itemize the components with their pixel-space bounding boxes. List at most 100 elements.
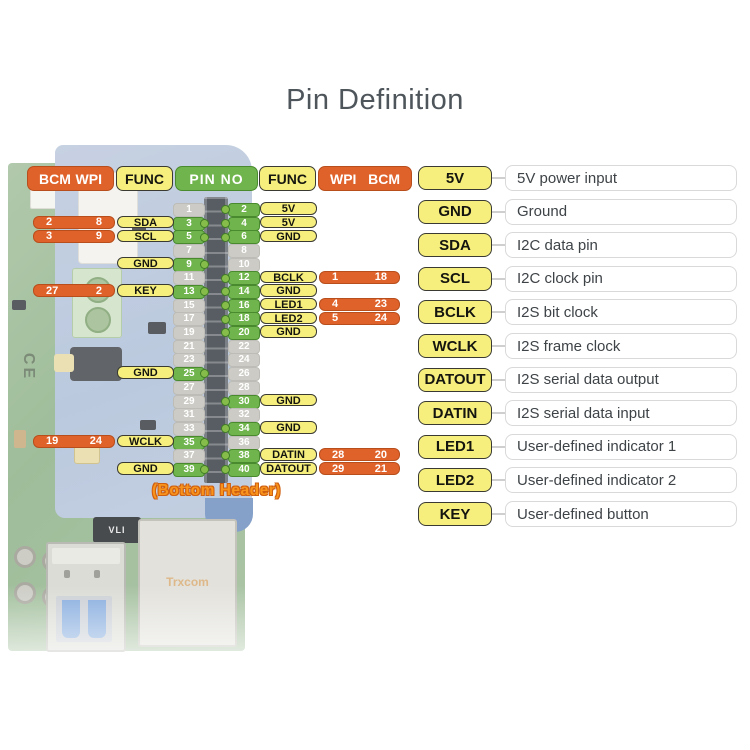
pin-dot-9 (200, 259, 209, 269)
gpio-header-strip (204, 197, 228, 483)
pin-name-badge-BCLK: BCLK (418, 300, 492, 325)
legend-connector (491, 513, 505, 515)
wpi-number: 1 (332, 271, 339, 284)
pin-number-36: 36 (228, 435, 260, 450)
pin-dot-35 (200, 437, 209, 447)
wpi-number: 2 (95, 284, 102, 297)
pin-name-badge-SCL: SCL (418, 266, 492, 291)
pin-dot-20 (221, 328, 230, 338)
pin-number-26: 26 (228, 367, 260, 382)
slide-switch (70, 347, 122, 381)
pin-dot-38 (221, 451, 230, 461)
pin-number-21: 21 (173, 339, 205, 354)
pin-number-19: 19 (173, 326, 205, 341)
pin-description-SDA: I2C data pin (505, 232, 737, 259)
usb-controller-chip: VLI (93, 517, 141, 543)
pin-description-LED2: User-defined indicator 2 (505, 467, 737, 494)
func-label-pin-40: DATOUT (260, 462, 317, 475)
legend-connector (491, 277, 505, 280)
func-label-pin-13: KEY (117, 284, 174, 297)
header-wpi-label: WPI (75, 170, 102, 187)
pin-number-31: 31 (173, 408, 205, 423)
pin-number-18: 18 (228, 312, 260, 327)
func-label-pin-25: GND (117, 366, 174, 379)
pin-dot-30 (221, 396, 230, 406)
pin-number-2: 2 (228, 203, 260, 217)
func-label-pin-5: SCL (117, 229, 174, 242)
pi-component (14, 430, 26, 448)
pin-dot-6 (221, 232, 230, 242)
pin-number-7: 7 (173, 244, 205, 259)
pin-number-32: 32 (228, 408, 260, 423)
page-title: Pin Definition (286, 84, 464, 116)
wpi-number: 9 (95, 230, 102, 243)
wpi-number: 28 (332, 448, 345, 461)
pin-description-5V: 5V power input (505, 165, 737, 191)
func-label-pin-18: LED2 (260, 311, 317, 324)
pin-dot-18 (221, 314, 230, 324)
wpi-bcm-pin-40: 29 21 (319, 462, 400, 476)
pin-name-badge-KEY: KEY (418, 502, 492, 526)
pin-number-33: 33 (173, 421, 205, 436)
pin-number-17: 17 (173, 312, 205, 327)
bcm-wpi-pin-13: 27 2 (33, 284, 115, 298)
func-label-pin-6: GND (260, 229, 317, 242)
wpi-number: 24 (89, 435, 102, 448)
pin-number-10: 10 (228, 257, 260, 272)
legend-connector (491, 479, 505, 482)
pin-description-SCL: I2C clock pin (505, 265, 737, 292)
legend-connector (491, 412, 505, 415)
pin-description-BCLK: I2S bit clock (505, 299, 737, 326)
wpi-number: 8 (95, 216, 102, 229)
pin-dot-40 (221, 465, 230, 475)
bcm-number: 23 (374, 298, 387, 311)
pin-number-15: 15 (173, 298, 205, 313)
pin-dot-16 (221, 300, 230, 310)
pin-description-GND: Ground (505, 198, 737, 225)
legend-connector (491, 445, 505, 448)
pin-number-20: 20 (228, 326, 260, 341)
wpi-number: 29 (332, 462, 345, 475)
mounting-hole (14, 546, 36, 568)
slide-switch-lever (54, 354, 74, 372)
pin-dot-39 (200, 465, 209, 475)
pin-number-38: 38 (228, 449, 260, 464)
bcm-number: 2 (46, 216, 53, 229)
pin-description-WCLK: I2S frame clock (505, 333, 737, 359)
header-bcm-label: BCM (368, 170, 400, 187)
func-label-pin-3: SDA (117, 215, 174, 229)
bcm-number: 19 (46, 435, 59, 448)
pin-dot-25 (200, 369, 209, 379)
pin-name-badge-LED2: LED2 (418, 468, 492, 493)
wpi-number: 4 (332, 298, 339, 311)
header-func-left: FUNC (116, 166, 173, 191)
pin-number-37: 37 (173, 449, 205, 464)
pin-dot-4 (221, 218, 230, 228)
func-label-pin-39: GND (117, 462, 174, 475)
pin-dot-5 (200, 232, 209, 242)
pin-description-KEY: User-defined button (505, 501, 737, 527)
photo-bottom-fade (0, 585, 330, 715)
pin-dot-14 (221, 287, 230, 297)
bcm-number: 20 (374, 448, 387, 461)
wpi-number: 5 (332, 312, 339, 325)
legend-connector (491, 177, 505, 179)
wpi-bcm-pin-16: 4 23 (319, 297, 400, 311)
wpi-bcm-pin-18: 5 24 (319, 311, 400, 325)
pin-description-LED1: User-defined indicator 1 (505, 433, 737, 460)
bcm-number: 24 (374, 312, 387, 325)
bottom-header-label: (Bottom Header) (152, 482, 281, 499)
pin-number-4: 4 (228, 216, 260, 231)
pin-number-8: 8 (228, 244, 260, 259)
func-label-pin-14: GND (260, 284, 317, 297)
pin-name-badge-SDA: SDA (418, 233, 492, 258)
bcm-number: 21 (374, 462, 387, 475)
bcm-number: 27 (46, 284, 59, 297)
pin-name-badge-LED1: LED1 (418, 434, 492, 459)
header-pin-no: PIN NO (175, 166, 258, 191)
header-bcm-wpi-left: BCM WPI (27, 166, 114, 191)
pin-number-16: 16 (228, 298, 260, 313)
